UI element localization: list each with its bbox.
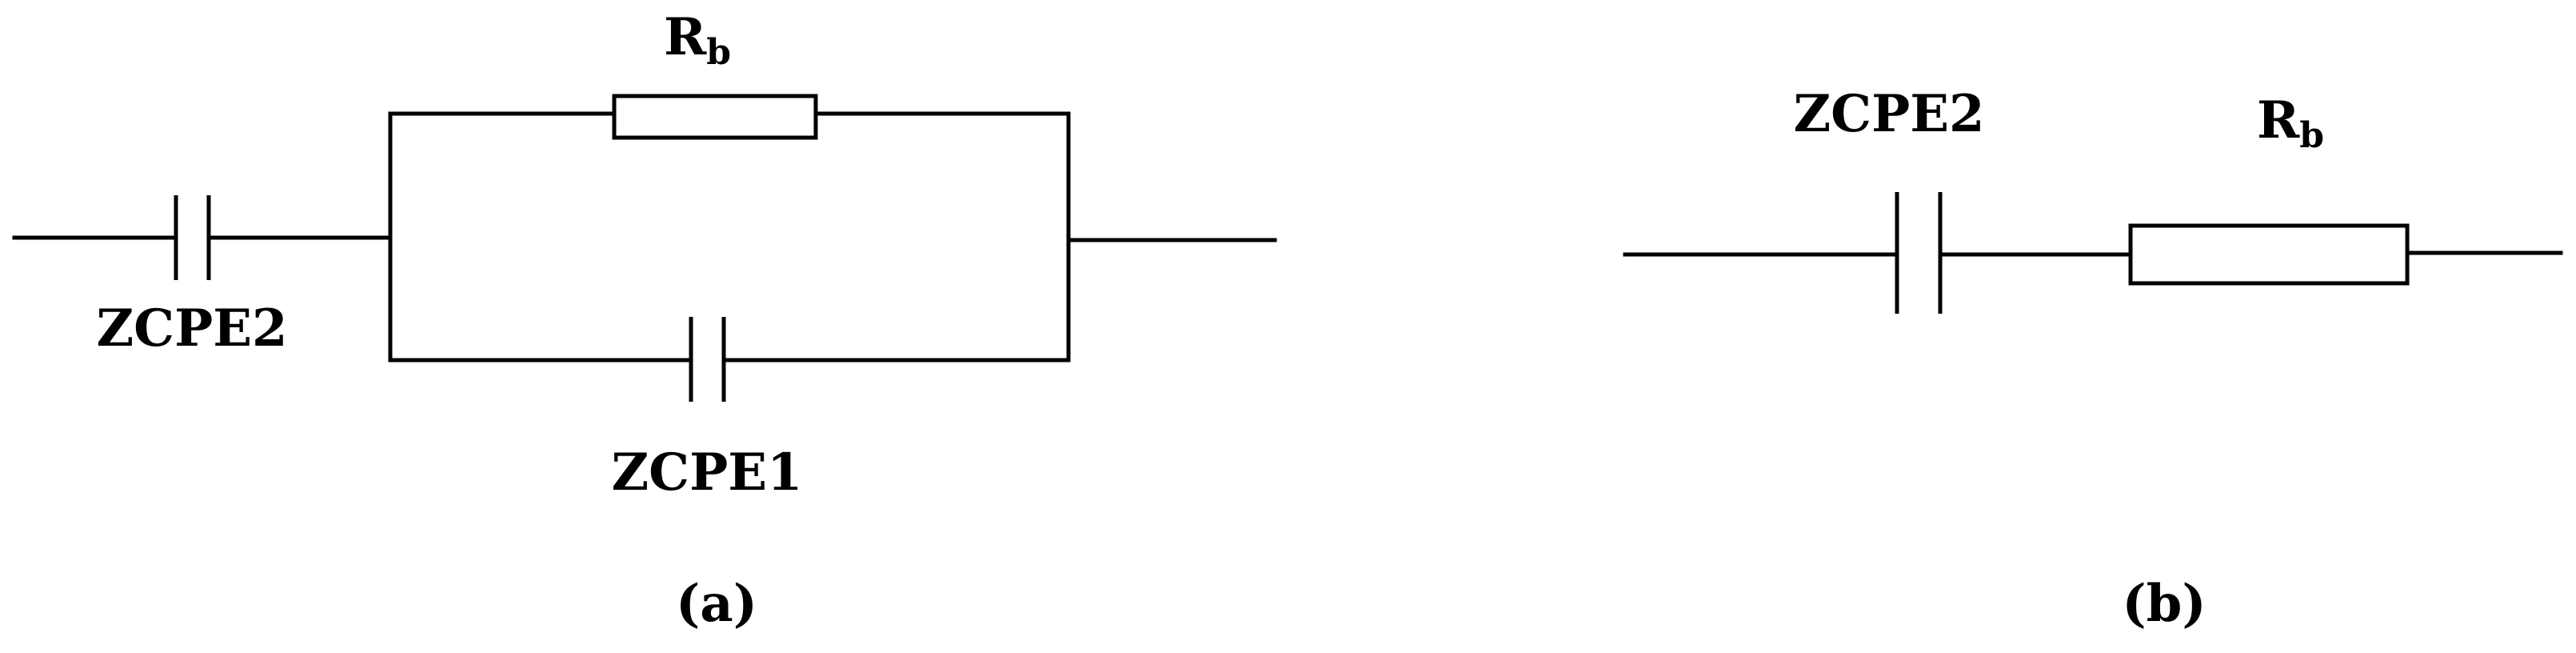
circuit-b-cpe-label: ZCPE2: [1793, 84, 1984, 144]
circuit-b: ZCPE2 Rb (b): [1623, 84, 2563, 634]
circuit-a-parallel-cpe-symbol: [689, 317, 726, 402]
circuit-a-resistor-rb: [612, 94, 818, 140]
circuit-a-caption: (a): [676, 574, 757, 634]
circuit-b-resistor-label: Rb: [2257, 90, 2324, 156]
circuit-b-resistor-label-main: R: [2257, 90, 2300, 150]
circuit-b-resistor-rb: [2128, 223, 2410, 286]
circuit-a: Rb ZCPE2 ZCPE1 (a): [12, 7, 1277, 634]
circuit-a-resistor-label-subscript: b: [706, 32, 731, 73]
circuit-a-parallel-cpe-label: ZCPE1: [611, 443, 802, 503]
circuit-a-resistor-label-main: R: [664, 7, 707, 67]
circuit-a-resistor-label: Rb: [664, 7, 731, 73]
circuit-a-series-cpe-symbol: [174, 195, 211, 280]
circuit-b-resistor-label-subscript: b: [2299, 115, 2324, 156]
circuit-b-caption: (b): [2122, 574, 2206, 634]
circuit-b-cpe-symbol: [1895, 192, 1943, 314]
circuit-a-series-cpe-label: ZCPE2: [96, 298, 287, 359]
